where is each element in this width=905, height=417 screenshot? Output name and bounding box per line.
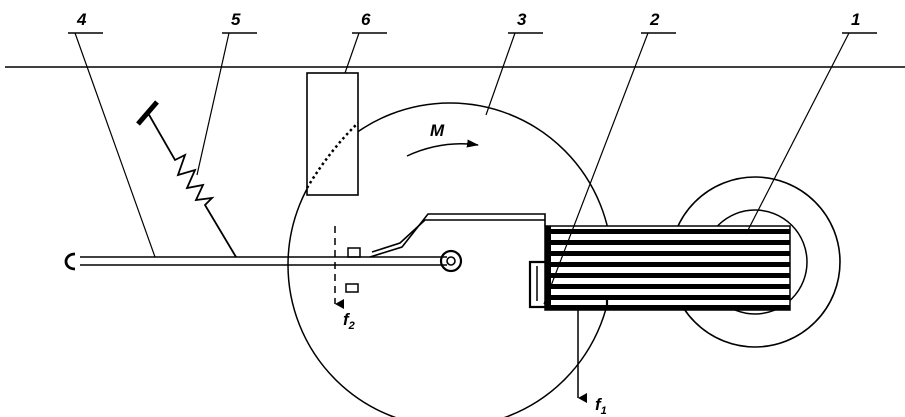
armature-arm bbox=[369, 213, 546, 258]
label-6: 6 bbox=[361, 10, 371, 29]
force-f1-base: f bbox=[595, 395, 603, 414]
label-4: 4 bbox=[76, 10, 87, 29]
label-2: 2 bbox=[649, 10, 660, 29]
lamination-stack bbox=[544, 225, 791, 311]
force-f2-subscript: 2 bbox=[348, 320, 355, 332]
label-3: 3 bbox=[517, 10, 527, 29]
force-f2-label: f2 bbox=[343, 310, 355, 332]
label-5: 5 bbox=[231, 10, 241, 29]
block-6 bbox=[306, 72, 359, 196]
moment-label: M bbox=[430, 121, 445, 140]
lever-4 bbox=[64, 249, 463, 273]
latch-block-lower bbox=[345, 283, 359, 293]
leader-lines bbox=[68, 32, 877, 305]
moment-arrow bbox=[406, 139, 479, 157]
force-f1-label: f1 bbox=[595, 395, 607, 417]
force-f1-subscript: 1 bbox=[601, 405, 607, 417]
force-f2-base: f bbox=[343, 310, 351, 329]
bracket-2 bbox=[528, 260, 609, 309]
latch-block-upper bbox=[347, 247, 361, 258]
spring-5 bbox=[136, 100, 237, 258]
label-1: 1 bbox=[851, 10, 860, 29]
